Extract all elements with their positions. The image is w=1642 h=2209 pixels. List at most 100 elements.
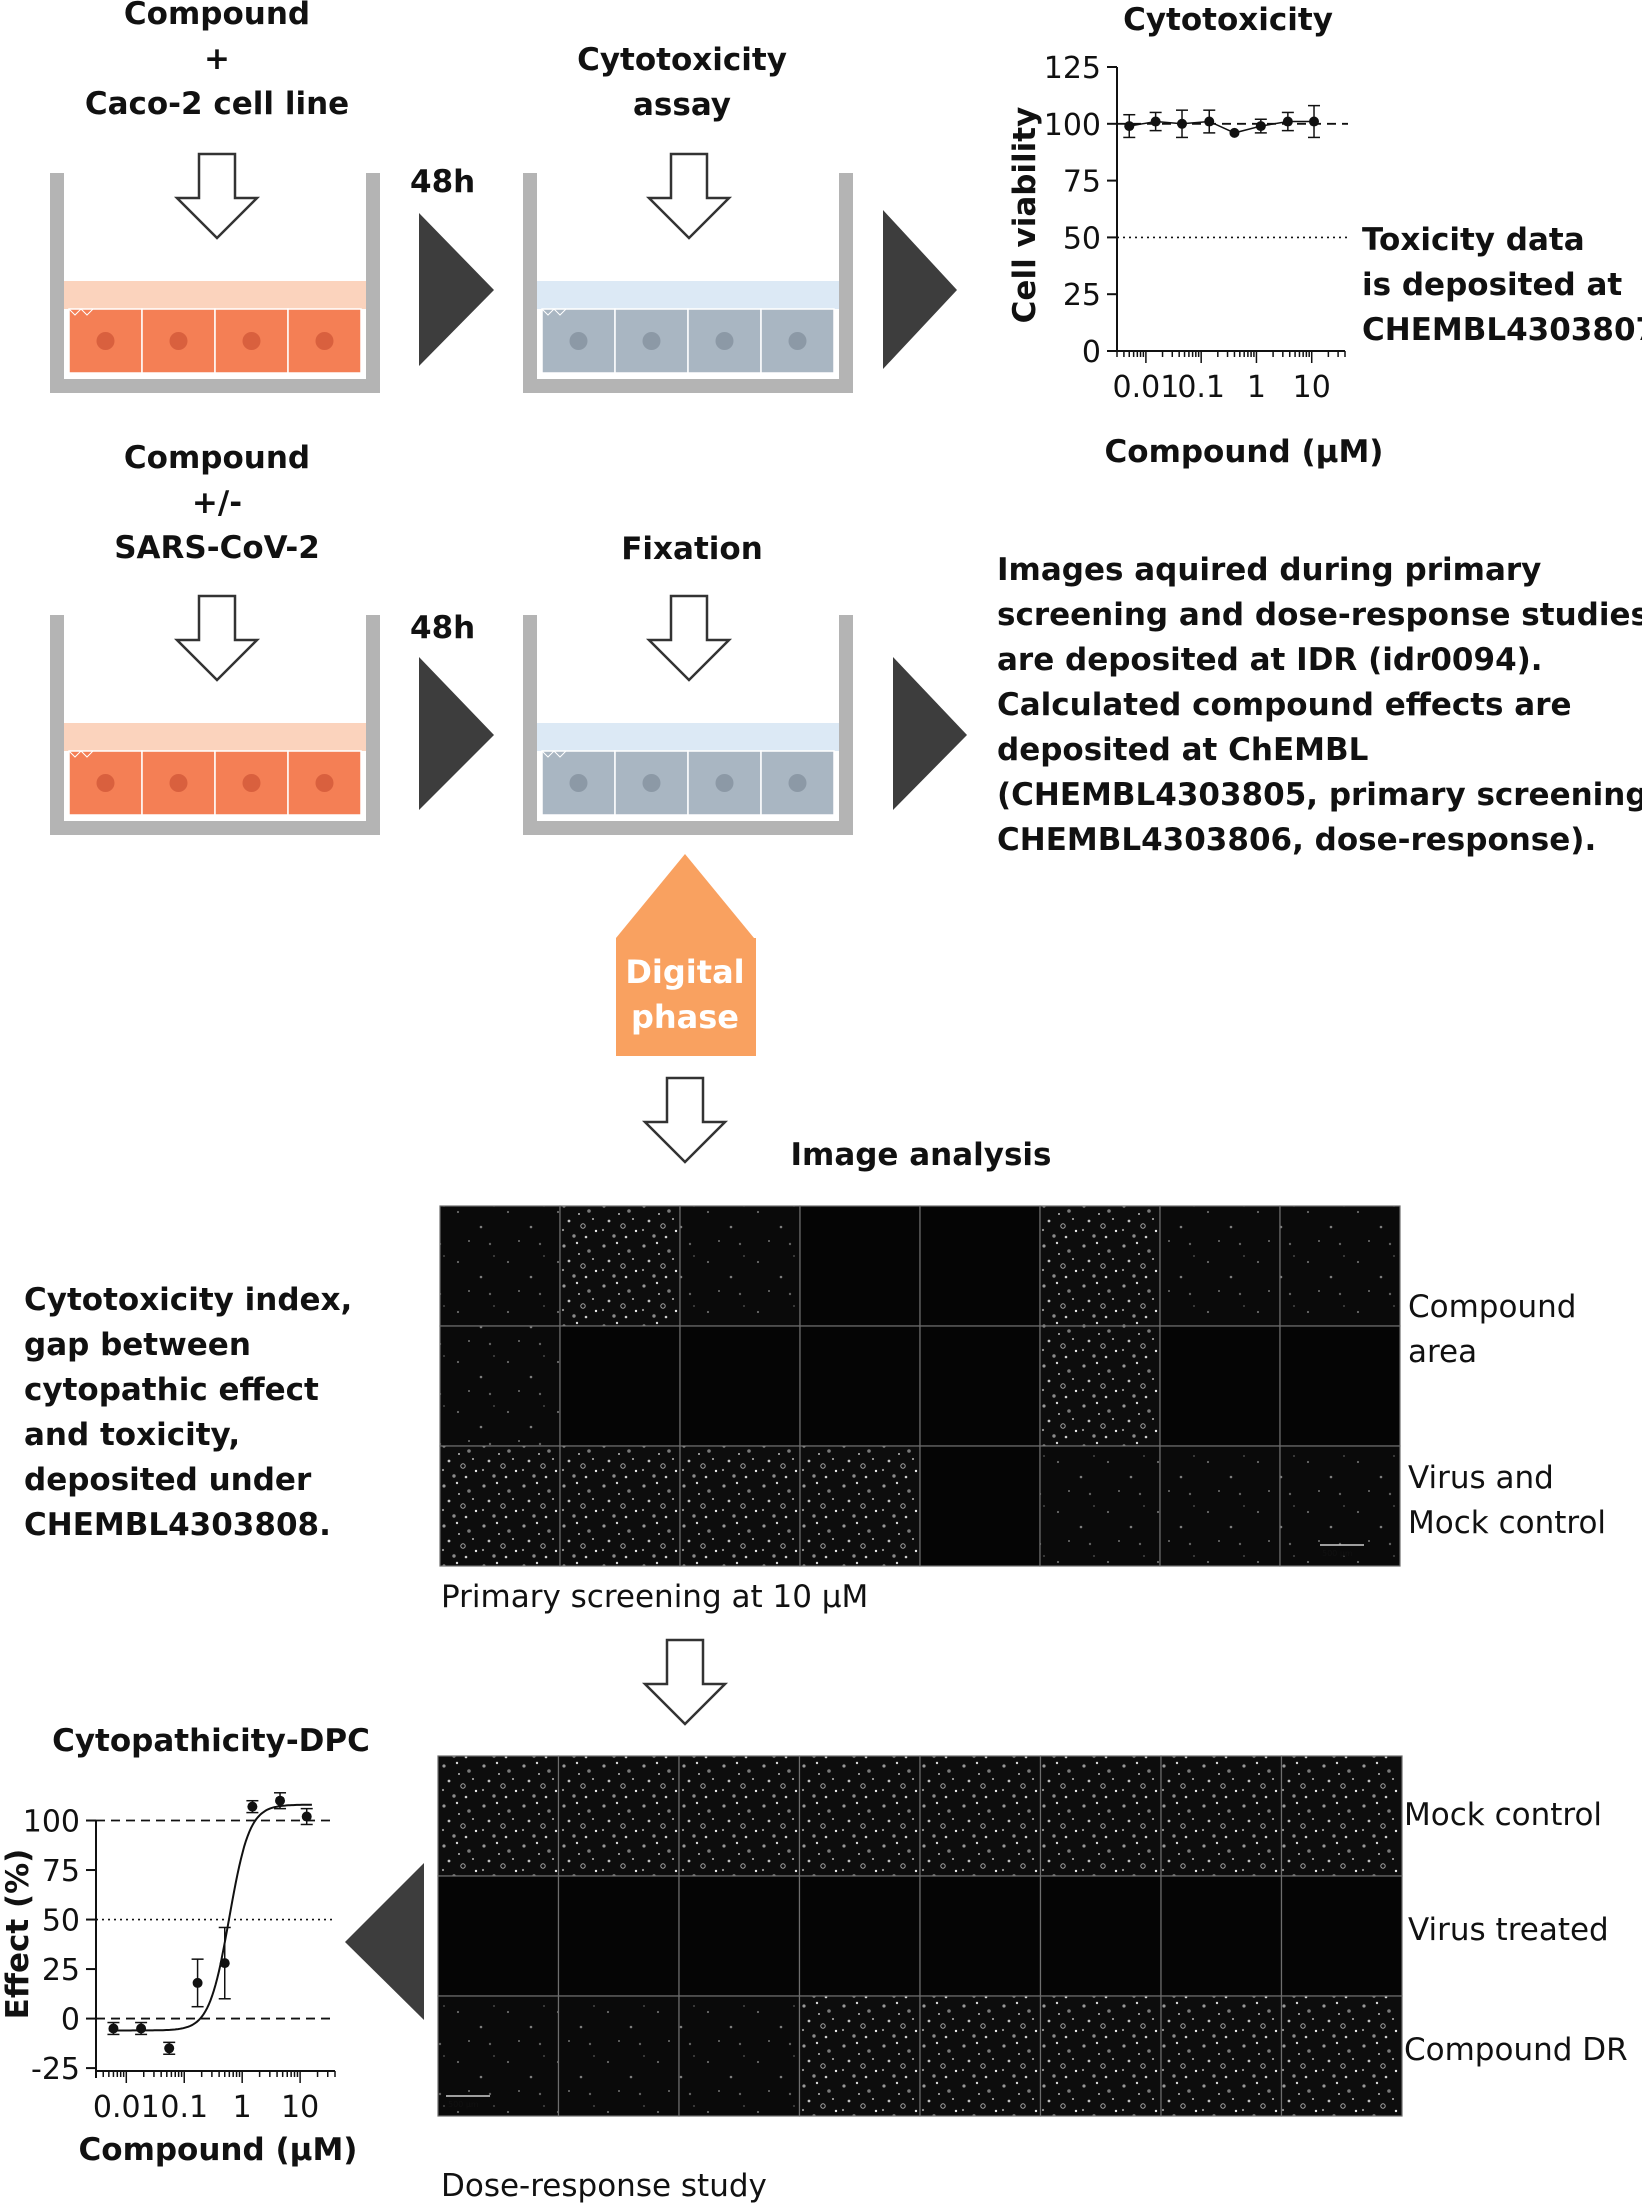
y-tick-label: 100 (1044, 108, 1101, 143)
cell-nucleus (569, 774, 588, 792)
x-tick-label: 0.01 (1113, 370, 1180, 405)
y-tick-label: 50 (42, 1904, 80, 1939)
micrograph-tile (919, 1995, 1042, 2117)
scale-bar-label: 500 µm (1322, 1549, 1353, 1558)
micrograph-tile (919, 1445, 1041, 1567)
well-cytotoxicity-assay (523, 173, 853, 393)
image-analysis-title: Image analysis (790, 1137, 1052, 1173)
y-tick-label: 75 (1063, 165, 1101, 200)
micrograph-tile (1039, 1325, 1161, 1447)
step-label-line: Caco-2 cell line (84, 86, 350, 122)
note-line: gap between (24, 1327, 251, 1363)
well-compound-virus (50, 615, 380, 835)
step-label-line: Compound (123, 0, 311, 32)
scale-bar: 500 µm (446, 2095, 490, 2109)
right-triangle-arrow-icon (893, 657, 967, 810)
note-line: cytopathic effect (24, 1372, 319, 1408)
row1-step2-label: Cytotoxicity assay (577, 38, 787, 128)
data-point (1255, 121, 1266, 132)
row-label-line: Virus and (1408, 1460, 1554, 1496)
micrograph-tile (439, 1445, 561, 1567)
micrograph-tile (919, 1875, 1042, 1997)
cell-nucleus (569, 332, 588, 350)
micrograph-tile (679, 1445, 801, 1567)
culture-medium (537, 281, 839, 309)
data-point (1229, 127, 1240, 138)
micrograph-tile (798, 1875, 921, 1997)
cell-nucleus (96, 332, 115, 350)
right-triangle-arrow-icon (883, 210, 957, 369)
open-down-arrow-icon (173, 594, 261, 682)
micrograph-tile (437, 1995, 560, 2117)
x-tick-label: 0.1 (1177, 370, 1225, 405)
micrograph-tile (557, 1755, 680, 1877)
micrograph-tile (1159, 1325, 1281, 1447)
data-point (1204, 116, 1215, 127)
data-point (192, 1977, 203, 1988)
open-down-arrow-icon (173, 152, 261, 240)
y-axis-label: Cell viability (1007, 107, 1043, 324)
x-tick-label: 0.1 (160, 2090, 208, 2125)
micrograph-tile (1279, 1325, 1401, 1447)
digital-phase-box (616, 938, 756, 1056)
data-point (247, 1801, 258, 1812)
micrograph-tile (919, 1205, 1041, 1327)
micrograph-tile (1279, 1205, 1401, 1327)
data-point (1124, 121, 1135, 132)
y-tick-label: 125 (1044, 51, 1101, 86)
cell-nucleus (715, 332, 734, 350)
micrograph-tile (1039, 1205, 1161, 1327)
cell-nucleus (169, 774, 188, 792)
data-point (1177, 118, 1188, 129)
micrograph-tile (439, 1325, 561, 1447)
cell-nucleus (642, 774, 661, 792)
row1-incubation-time: 48h (410, 164, 476, 200)
cell-nucleus (788, 774, 807, 792)
data-point (1150, 116, 1161, 127)
digital-phase-label: Digital phase (625, 950, 744, 1040)
dr-row-label-compound: Compound DR (1404, 2032, 1628, 2068)
micrograph-tile (1160, 1755, 1283, 1877)
note-line: Cytotoxicity index, (24, 1282, 353, 1318)
micrograph-tile (559, 1205, 681, 1327)
culture-medium (64, 723, 366, 751)
row-label-line: Mock control (1408, 1505, 1607, 1541)
chart-title: Cytopathicity-DPC (52, 1723, 370, 1759)
culture-medium (537, 723, 839, 751)
digital-phase-line: Digital (625, 953, 745, 991)
cell-nucleus (788, 332, 807, 350)
membrane-edge (68, 750, 94, 758)
images-deposition-note: Images aquired during primary screening … (997, 548, 1642, 863)
y-tick-label: 0 (61, 2003, 80, 2038)
micrograph-tile (1160, 1995, 1283, 2117)
cell-nucleus (169, 332, 188, 350)
note-line: screening and dose-response studies (997, 597, 1642, 633)
y-tick-label: 25 (42, 1953, 80, 1988)
data-point (301, 1811, 312, 1822)
digital-phase-line: phase (630, 998, 740, 1036)
micrograph-tile (1039, 1875, 1162, 1997)
data-point (275, 1795, 286, 1806)
dr-row-label-mock: Mock control (1404, 1797, 1603, 1833)
micrograph-tile (1039, 1445, 1161, 1567)
row-label-line: area (1408, 1334, 1478, 1370)
x-tick-label: 10 (1293, 370, 1331, 405)
membrane-edge (541, 308, 567, 316)
x-axis-label: Compound (µM) (79, 2132, 358, 2168)
membrane-edge (68, 308, 94, 316)
right-triangle-arrow-icon (419, 213, 494, 366)
cytotoxicity-index-note: Cytotoxicity index, gap between cytopath… (24, 1278, 352, 1548)
micrograph-tile (437, 1755, 560, 1877)
open-down-arrow-icon (641, 1076, 729, 1164)
right-triangle-arrow-icon (419, 657, 494, 810)
y-tick-label: 50 (1063, 221, 1101, 256)
row2-incubation-time: 48h (410, 610, 476, 646)
note-line: and toxicity, (24, 1417, 241, 1453)
micrograph-tile (559, 1325, 681, 1447)
data-point (1309, 116, 1320, 127)
y-axis-label: Effect (%) (0, 1849, 36, 2020)
note-line: deposited at ChEMBL (997, 732, 1369, 768)
micrograph-tile (1159, 1205, 1281, 1327)
micrograph-tile (799, 1325, 921, 1447)
